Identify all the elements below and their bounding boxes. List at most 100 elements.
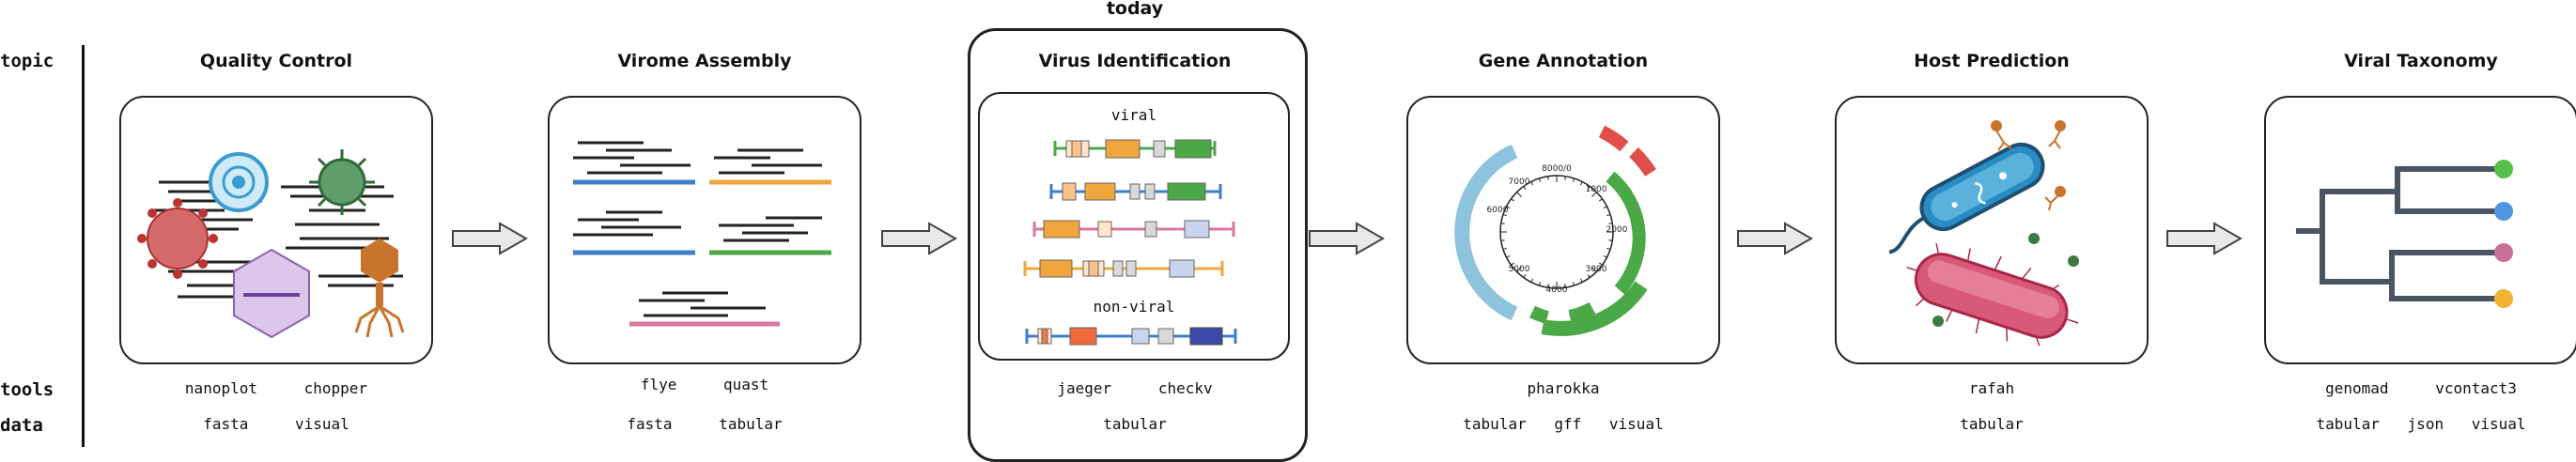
phage-icon xyxy=(1991,120,2066,211)
tick-mark xyxy=(1516,192,1522,197)
tick-label: 8000/0 xyxy=(1542,164,1572,174)
stage-gene-annotation: Gene Annotation 8000/0 1000 2000 3000 40… xyxy=(1406,0,1720,461)
arrow-right-icon xyxy=(2166,222,2242,255)
data-label: visual xyxy=(1608,415,1664,433)
tick-mark xyxy=(1511,198,1514,202)
leaf-node xyxy=(2494,243,2513,262)
icosahedron-virus-icon xyxy=(233,248,310,339)
host-prediction-illustration xyxy=(1888,120,2079,346)
cds-arc-green xyxy=(1541,281,1648,336)
stage-title: Host Prediction xyxy=(1914,51,2070,71)
tool-label: checkv xyxy=(1157,379,1213,397)
data-label: tabular xyxy=(719,415,783,433)
row-divider-line xyxy=(82,45,85,447)
tools-list: rafah xyxy=(1835,379,2149,397)
tick-mark xyxy=(1523,274,1527,278)
stage-illustration-box: viral xyxy=(978,92,1290,361)
tick-mark xyxy=(1606,247,1611,251)
tool-label: flye xyxy=(640,376,677,393)
data-label: tabular xyxy=(2316,415,2380,433)
tick-mark xyxy=(1591,192,1597,197)
tick-mark xyxy=(1511,262,1514,266)
assembly-illustration xyxy=(573,141,831,327)
tick-label: 7000 xyxy=(1509,177,1530,187)
coronavirus-icon xyxy=(137,198,218,279)
tool-label: quast xyxy=(723,376,769,393)
tick-mark xyxy=(1506,206,1511,209)
tick-mark xyxy=(1599,262,1603,266)
tick-mark xyxy=(1502,213,1507,217)
stage-virome-assembly: Virome Assembly flye quas xyxy=(548,0,861,461)
non-viral-label: non-viral xyxy=(1094,298,1175,316)
tick-mark xyxy=(1608,223,1613,224)
stage-illustration-box xyxy=(1835,96,2149,364)
stage-title: Viral Taxonomy xyxy=(2344,51,2498,71)
tick-label: 3000 xyxy=(1586,265,1607,274)
arrow-right-icon xyxy=(881,222,957,255)
tick-mark xyxy=(1516,267,1522,272)
tick-mark xyxy=(1587,186,1591,190)
tick-label: 5000 xyxy=(1509,265,1530,274)
tick-label: 1000 xyxy=(1586,185,1607,194)
data-label: visual xyxy=(295,415,349,433)
tools-list: flye quast xyxy=(548,376,861,393)
tick-mark xyxy=(1587,274,1591,278)
viral-genome-map xyxy=(1023,259,1224,278)
leaf-node xyxy=(2494,160,2513,178)
arrow-right-icon xyxy=(1737,222,1813,255)
tick-mark xyxy=(1500,223,1505,224)
cds-arc-blue xyxy=(1454,144,1518,321)
viral-genome-map xyxy=(1032,220,1235,239)
tick-mark xyxy=(1506,254,1511,258)
phage-small-icon xyxy=(1932,233,2079,327)
data-label: tabular xyxy=(1960,415,2024,433)
genome-map-illustration: 8000/0 1000 2000 3000 4000 5000 6000 700… xyxy=(1454,125,1656,336)
quality-control-illustration xyxy=(137,149,405,339)
tool-label: rafah xyxy=(1968,379,2015,397)
tick-mark xyxy=(1502,247,1507,251)
data-label: tabular xyxy=(1103,415,1167,433)
data-row-label: data xyxy=(0,415,43,436)
stage-title: Gene Annotation xyxy=(1478,51,1649,71)
data-list: tabular json visual xyxy=(2264,415,2576,433)
tick-mark xyxy=(1572,282,1575,286)
stage-virus-identification: Virus Identification viral xyxy=(978,0,1292,461)
tick-label: 6000 xyxy=(1487,206,1509,215)
data-list: fasta visual xyxy=(119,415,433,433)
tick-mark xyxy=(1538,282,1542,286)
today-label: today xyxy=(1106,0,1164,19)
tick-label: 4000 xyxy=(1546,285,1568,295)
tick-mark xyxy=(1530,181,1534,186)
tick-mark xyxy=(1608,239,1613,241)
cds-arc-red xyxy=(1629,146,1656,177)
data-label: fasta xyxy=(203,415,249,433)
arrow-right-icon xyxy=(452,222,528,255)
viral-genome-map xyxy=(1049,182,1222,201)
tick-mark xyxy=(1564,176,1566,180)
tools-list: nanoplot chopper xyxy=(119,379,433,397)
non-viral-genome-map xyxy=(1025,327,1237,346)
data-label: json xyxy=(2407,415,2444,433)
tool-label: vcontact3 xyxy=(2435,379,2517,397)
tick-mark xyxy=(1564,284,1566,288)
cds-arc-green xyxy=(1606,171,1646,295)
tools-list: pharokka xyxy=(1406,379,1720,397)
data-label: tabular xyxy=(1463,415,1527,433)
tick-mark xyxy=(1579,181,1583,186)
leaf-node xyxy=(2494,202,2513,221)
stage-illustration-box: 8000/0 1000 2000 3000 4000 5000 6000 700… xyxy=(1406,96,1720,364)
tick-mark xyxy=(1603,206,1607,209)
tick-mark xyxy=(1603,254,1607,258)
stage-illustration-box xyxy=(2264,96,2576,364)
virus-blue-icon xyxy=(209,152,269,212)
tools-list: jaeger checkv xyxy=(978,379,1292,397)
tools-list: genomad vcontact3 xyxy=(2264,379,2576,397)
tick-mark xyxy=(1538,177,1542,182)
tool-label: jaeger xyxy=(1057,379,1112,397)
phage-icon xyxy=(354,239,405,338)
viral-genome-map xyxy=(1053,139,1217,159)
tools-row-label: tools xyxy=(0,379,54,400)
data-list: fasta tabular xyxy=(548,415,861,433)
tool-label: nanoplot xyxy=(184,379,257,397)
tool-label: pharokka xyxy=(1527,379,1600,397)
